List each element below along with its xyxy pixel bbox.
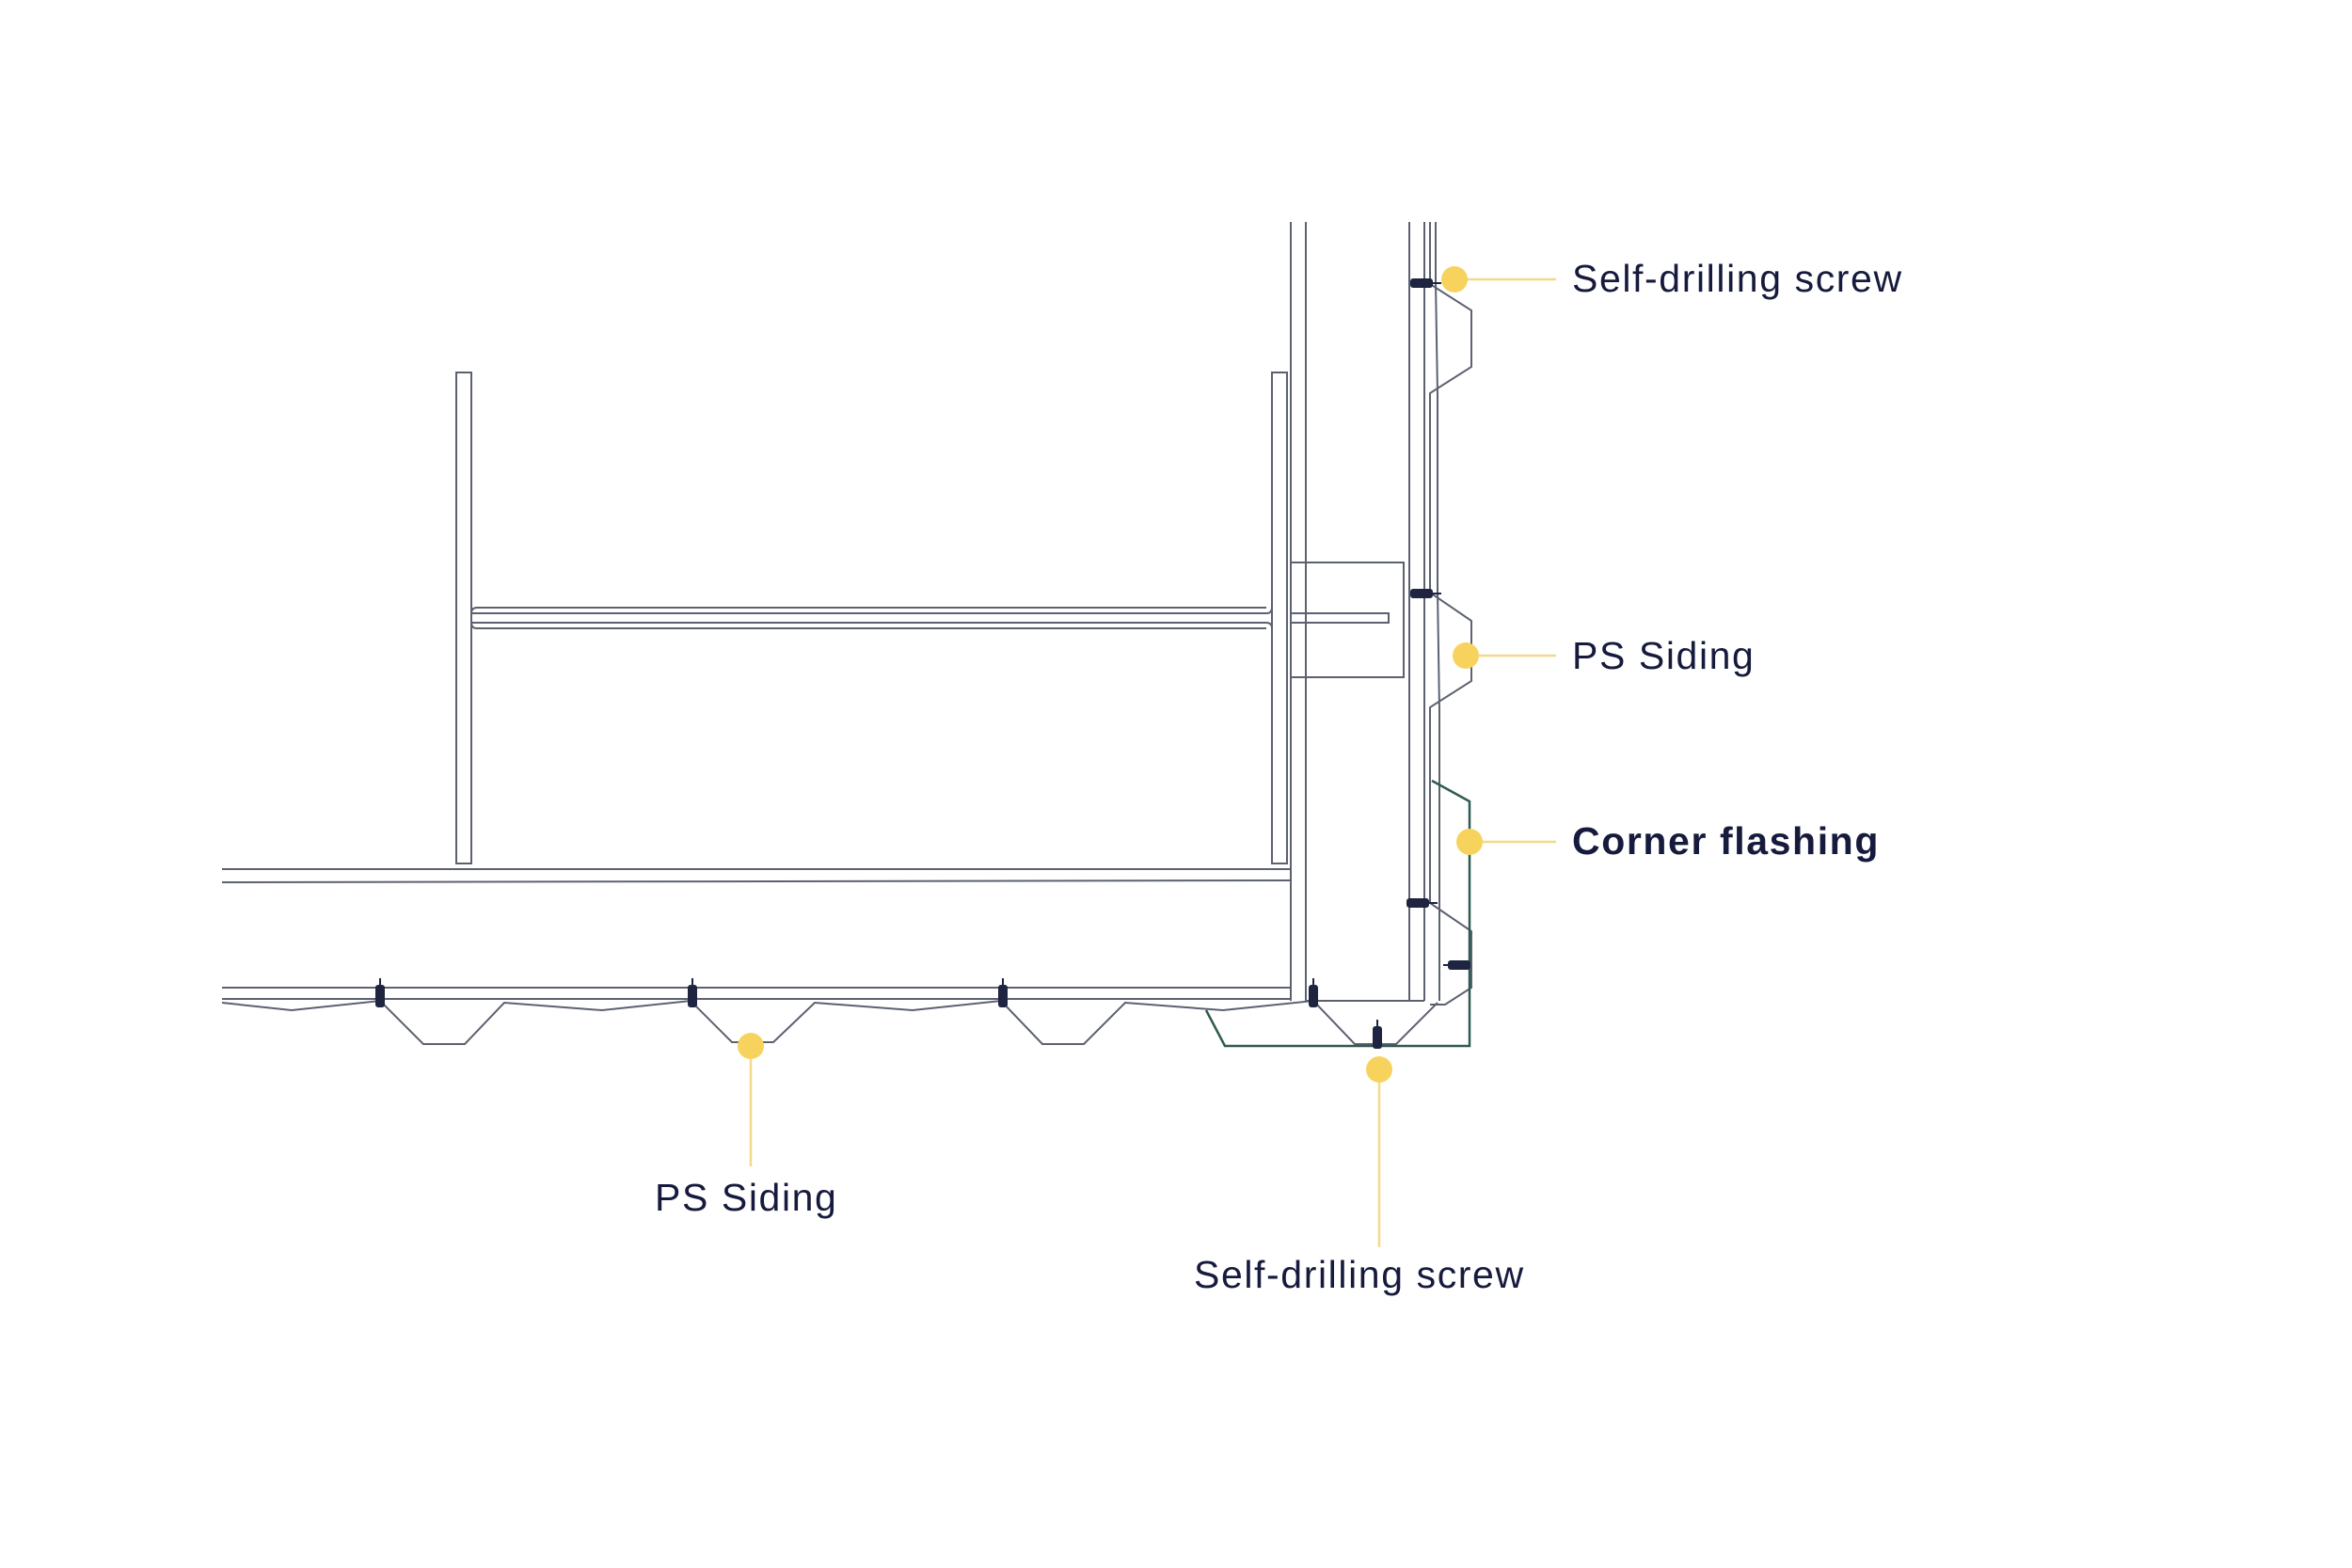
screw-icon	[1406, 898, 1438, 908]
column-left-flange	[455, 372, 472, 864]
callout-marker	[1456, 829, 1483, 855]
callout-marker	[1453, 642, 1479, 669]
connection-clip	[1290, 562, 1405, 678]
callout-marker	[738, 1033, 764, 1059]
callout-marker	[1441, 266, 1468, 293]
callout-label-ps-siding-bottom: PS Siding	[655, 1176, 838, 1219]
screw-icon	[1309, 978, 1318, 1007]
callout-label-self-drilling-screw-top: Self-drilling screw	[1572, 257, 1903, 300]
screw-icon	[1410, 278, 1441, 288]
clip-plate	[1290, 562, 1405, 678]
screw-icon	[688, 978, 697, 1007]
column-web	[470, 607, 1273, 629]
screw-icon	[1373, 1020, 1382, 1049]
clip-tab	[1291, 612, 1390, 624]
screw-icon	[375, 978, 385, 1007]
column-right-flange	[1271, 372, 1288, 864]
callout-label-ps-siding-right: PS Siding	[1572, 634, 1756, 677]
screw-icon	[1443, 960, 1470, 970]
callout-label-corner-flashing: Corner flashing	[1572, 819, 1880, 863]
girt-line-2	[221, 879, 1292, 883]
ps-siding-bottom-profile	[221, 999, 1438, 1045]
corner-flashing-shape	[1204, 779, 1471, 1048]
screw-icon	[1410, 589, 1441, 598]
ps-siding-right-inner	[1435, 222, 1440, 1001]
steel-column	[455, 372, 1288, 864]
callout-marker	[1366, 1056, 1392, 1083]
callout-label-self-drilling-screw-bottom: Self-drilling screw	[1194, 1253, 1525, 1296]
bottom-girt	[221, 868, 1292, 1000]
screw-icon	[998, 978, 1008, 1007]
